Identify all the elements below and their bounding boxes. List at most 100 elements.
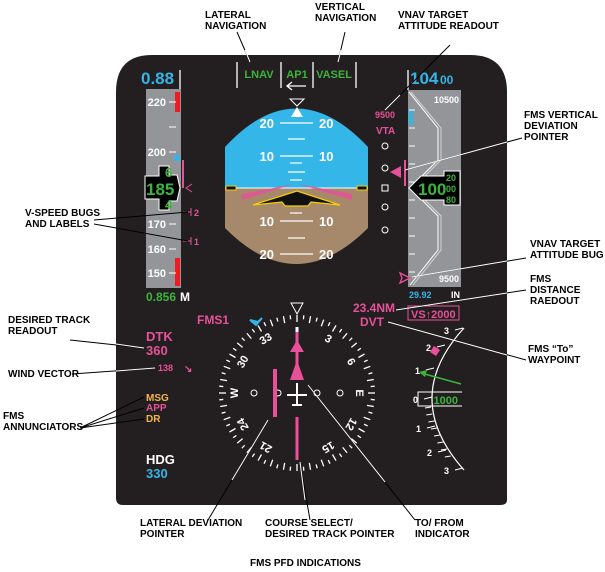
compass-tick [342,332,348,340]
altitude-current: 100 [418,180,446,199]
compass-tick [220,404,228,408]
vsi-label: 0 [413,395,418,405]
compass-tick [327,322,331,327]
alt-roll: 20 [446,173,456,183]
leader-lines [69,31,527,521]
vsi-tick [436,344,446,348]
vsi-tick [437,449,447,453]
compass-tick [229,353,236,359]
compass-tick [357,434,362,439]
selected-altitude-small: 00 [440,73,454,87]
annotation-to-waypoint: FMS “To”WAYPOINT [528,344,580,366]
vsi-minor-tick [428,420,435,423]
compass-tick [220,378,228,382]
compass-tick [246,332,252,340]
compass-tick [363,423,368,427]
vs-target: VS↑2000 [411,309,456,321]
compass-tick [241,337,246,342]
compass-tick [350,342,358,348]
vsi-minor-tick [444,455,451,458]
annotation-wind-vector: WIND VECTOR [8,369,80,380]
compass-tick [251,453,256,458]
compass-tick [315,317,318,322]
aircraft-symbol [252,190,341,207]
pitch-label: 20 [260,247,274,262]
compass-tick [348,337,353,342]
compass-tick [348,444,353,449]
mach-unit: M [180,290,190,304]
compass-tick [251,328,256,333]
compass-tick [269,459,274,467]
vsi-tick [454,467,464,471]
dtk-value: 360 [146,343,168,358]
fms-vertical-deviation-pointer [390,166,401,178]
compass-tick [276,317,279,322]
selected-altitude: 104 [410,69,439,88]
vsi-label: 1 [415,366,420,376]
vsi-minor-tick [426,413,433,416]
vsi-label: 2 [427,448,432,458]
pitch-label: 10 [319,149,333,164]
compass-label: 12 [342,416,359,433]
vsi-label: 2 [426,343,431,353]
compass-tick [363,416,371,421]
roll-pointer-icon [291,107,303,117]
compass-tick [263,459,267,464]
vta-label: VTA [376,126,395,137]
alt-tick-label: 9500 [439,274,459,284]
vsi-label: 3 [444,326,449,336]
pitch-label: 20 [319,116,333,131]
compass-tick [331,325,337,332]
fma-autopilot: AP1 [286,69,307,81]
fma-vertical-mode: VASEL [316,69,352,81]
compass-tick [320,319,325,327]
fma-lateral-mode: LNAV [244,69,274,81]
compass-tick [282,316,286,324]
vsi-minor-tick [433,434,441,437]
alt-roll: 80 [446,195,456,205]
hdg-value: 330 [146,466,168,481]
vspeed-label-1: 1 [194,237,199,247]
alt-tick-label: 10500 [434,95,459,105]
compass-tick [269,319,274,327]
compass-tick [308,462,312,470]
vsi-tick [423,396,433,400]
compass-tick [232,347,237,352]
pitch-label: 20 [260,116,274,131]
compass-tick [236,438,244,444]
compass-tick [320,459,325,467]
heading-bug-icon [249,317,263,327]
altitude-readout-box [408,170,461,206]
vsi-tick [425,367,435,371]
compass-tick [241,444,246,449]
fma-bar: LNAV AP1 VASEL [236,62,357,91]
pitch-label: 10 [319,214,333,229]
vta-altitude-readout: 9500 [375,110,395,120]
compass-tick [363,359,368,363]
mach-top: 0.88 [141,69,174,88]
annunciator-app: APP [146,403,167,414]
vsi-minor-tick [430,427,438,430]
speed-tick-label: 160 [148,244,166,256]
vsi-tick [426,425,436,429]
compass-label: 15 [320,438,337,455]
annunciator-msg: MSG [146,393,169,404]
wind-speed: 138 [158,363,173,373]
annotation-course-select: COURSE SELECT/DESIRED TRACK POINTER [265,518,395,540]
compass-tick [282,462,286,470]
left-arrow-icon [285,81,306,91]
compass-tick [368,372,373,375]
vsi-minor-tick [437,441,444,444]
compass-label: 6 [344,356,357,367]
speed-tick-label: 220 [148,97,166,109]
compass-tick [338,453,343,458]
